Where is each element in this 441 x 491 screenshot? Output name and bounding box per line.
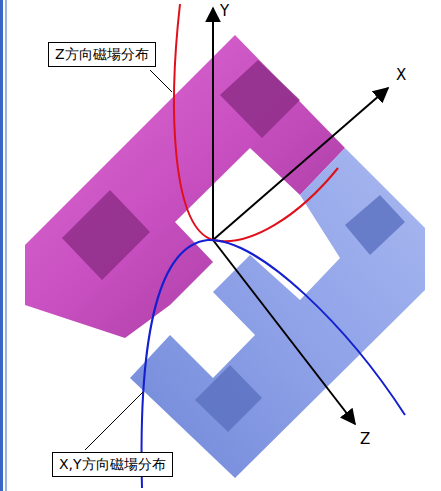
leader-line [150,70,172,92]
z-field-curve [174,4,338,241]
y-axis [212,8,214,240]
pink-core [25,35,345,338]
callout-box: X,Y方向磁場分布 [52,452,173,477]
blue-core [130,148,425,478]
leader-line [85,392,143,450]
x-axis [213,88,388,240]
xy-field-curve [142,240,405,488]
axis-label: Z [360,430,370,448]
z-axis [213,240,355,424]
axis-label: X [396,66,406,84]
side-bar [0,0,3,491]
side-line [6,0,7,491]
callout-text: Z方向磁場分布 [55,46,149,63]
axis-label: Y [220,2,229,20]
core-window [62,190,150,280]
core-window [195,365,262,432]
callout-text: X,Y方向磁場分布 [59,456,166,473]
core-window [220,60,300,138]
callout-box: Z方向磁場分布 [48,42,156,67]
core-window [345,195,405,255]
